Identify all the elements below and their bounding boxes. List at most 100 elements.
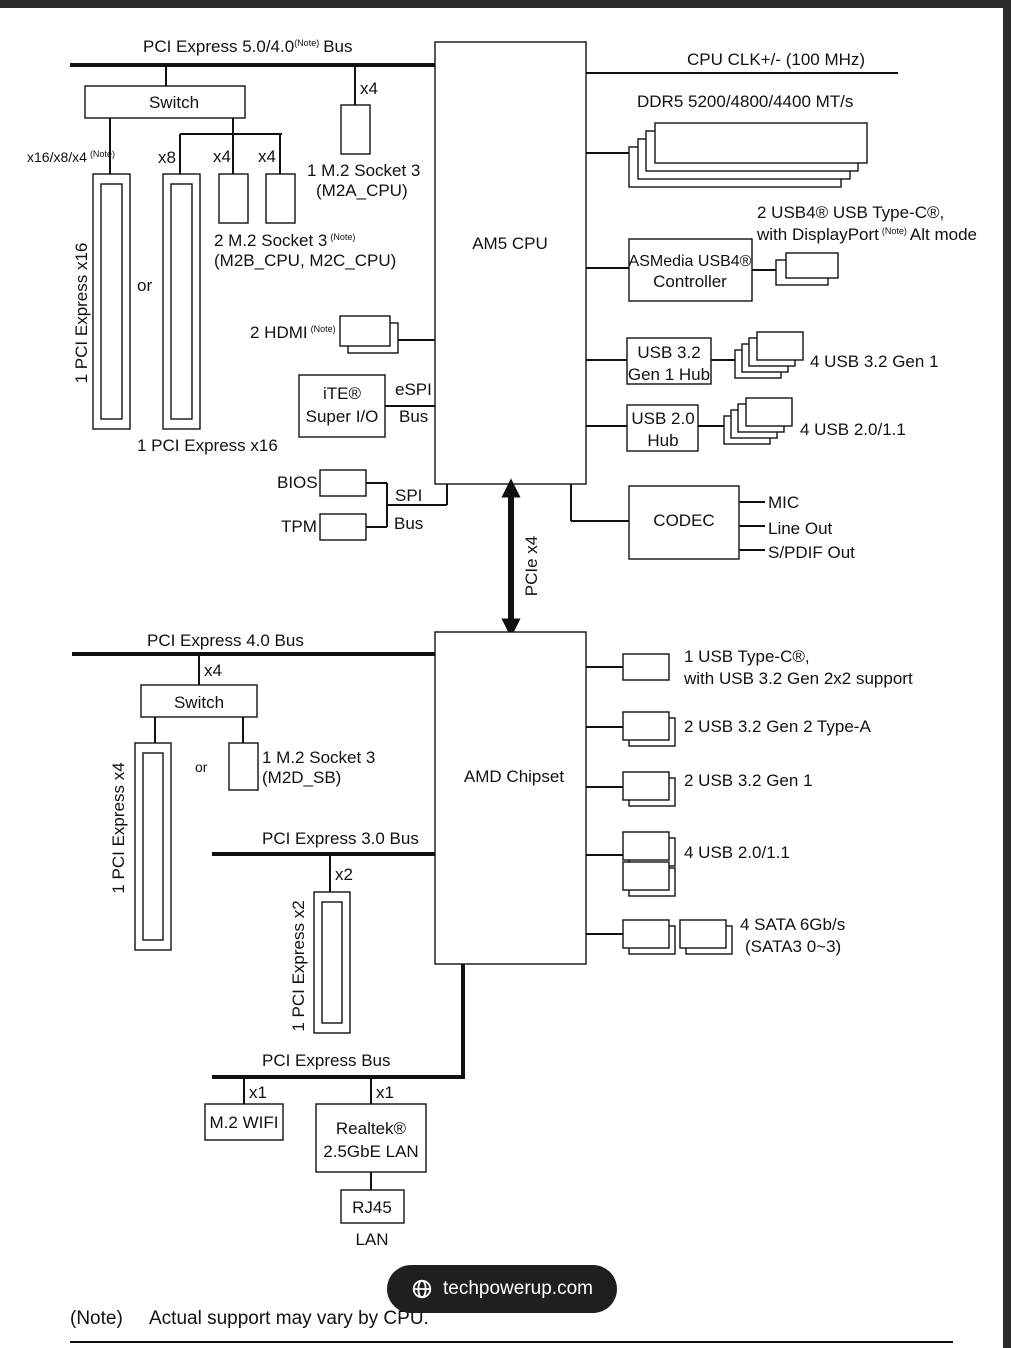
codec-label: CODEC	[653, 511, 714, 530]
usb4-dp-label: with DisplayPort(Note)Alt mode	[756, 225, 977, 244]
ddr5-label: DDR5 5200/4800/4400 MT/s	[637, 92, 853, 111]
chipset-switch-label: Switch	[174, 693, 224, 712]
tpm-label: TPM	[281, 517, 317, 536]
or-label-cpu: or	[137, 276, 152, 295]
realtek-label: Realtek®	[336, 1119, 407, 1138]
m2d-slot	[228, 742, 259, 791]
pcie-x4-link-label: PCIe x4	[522, 536, 541, 596]
rj45-label: RJ45	[352, 1198, 392, 1217]
lan-x1-label: x1	[376, 1083, 394, 1102]
chipset-x2-label: x2	[335, 865, 353, 884]
rj45-box	[340, 1189, 405, 1224]
usb20-cpu-ports	[745, 397, 793, 427]
m2d-label: 1 M.2 Socket 3	[262, 748, 375, 767]
chipset-switch-box	[140, 684, 258, 718]
usb-typec-sub-label: with USB 3.2 Gen 2x2 support	[683, 669, 913, 688]
ite-label: iTE®	[323, 384, 362, 403]
espi-bus-label: Bus	[399, 407, 428, 426]
pcie-x16-vertical-label: 1 PCI Express x16	[72, 243, 91, 384]
usb20-chipset-ports	[622, 861, 670, 891]
pcie-bus-label: PCI Express Bus	[262, 1051, 391, 1070]
usb32-gen2-label: 2 USB 3.2 Gen 2 Type-A	[684, 717, 871, 736]
spdif-label: S/PDIF Out	[768, 543, 855, 562]
usb20-hub-sub-label: Hub	[647, 431, 678, 450]
ddr5-dimm	[654, 122, 868, 164]
m2-wifi-label: M.2 WIFI	[210, 1113, 279, 1132]
sata-label: 4 SATA 6Gb/s	[740, 915, 845, 934]
footer-note-text: Actual support may vary by CPU.	[149, 1308, 429, 1329]
x4-label-2: x4	[258, 147, 276, 166]
chipset-x4-label: x4	[204, 661, 222, 680]
spi-label: SPI	[395, 486, 422, 505]
hdmi-label: 2 HDMI(Note)	[250, 323, 336, 342]
controller-label: Controller	[653, 272, 727, 291]
usb32-gen2-ports	[622, 711, 670, 741]
x4-label-1: x4	[213, 147, 231, 166]
m2a-label: 1 M.2 Socket 3	[307, 161, 420, 180]
pcie5-bus-label: PCI Express 5.0/4.0(Note)Bus	[143, 37, 353, 56]
cpu-switch-label: Switch	[149, 93, 199, 112]
tpm-chip	[319, 513, 367, 541]
globe-icon	[412, 1279, 432, 1299]
watermark-pill: techpowerup.com	[387, 1265, 617, 1313]
pcie-x4-label: 1 PCI Express x4	[109, 762, 128, 893]
usb32-gen1-chipset-ports	[622, 771, 670, 801]
wifi-x1-label: x1	[249, 1083, 267, 1102]
usb-typec-port	[622, 653, 670, 681]
usb32-gen1-chipset-label: 2 USB 3.2 Gen 1	[684, 771, 813, 790]
chipset-title: AMD Chipset	[464, 767, 564, 786]
mic-label: MIC	[768, 493, 799, 512]
chipset-block	[434, 631, 587, 965]
lineout-label: Line Out	[768, 519, 833, 538]
usb20-cpu-label: 4 USB 2.0/1.1	[800, 420, 906, 439]
pcie-x2-label: 1 PCI Express x2	[289, 900, 308, 1031]
sata-sub-label: (SATA3 0~3)	[745, 937, 841, 956]
m2b-slot	[218, 173, 249, 224]
block-diagram: AM5 CPU PCI Express 5.0/4.0(Note)Bus Swi…	[27, 37, 977, 1343]
m2a-sub-label: (M2A_CPU)	[316, 181, 408, 200]
m2bc-label: 2 M.2 Socket 3(Note)	[214, 231, 355, 250]
usb4-label: 2 USB4® USB Type-C®,	[757, 203, 944, 222]
x16-label: x16/x8/x4(Note)	[27, 149, 115, 165]
cpu-block	[434, 41, 587, 485]
usb32-hub-label: USB 3.2	[637, 343, 700, 362]
usb-typec-label: 1 USB Type-C®,	[684, 647, 810, 666]
bios-chip	[319, 469, 367, 497]
usb4-port	[785, 252, 839, 279]
sata-ports	[679, 919, 727, 949]
lan-label: LAN	[355, 1230, 388, 1249]
watermark-text: techpowerup.com	[443, 1278, 593, 1299]
spi-bus-label: Bus	[394, 514, 423, 533]
pcie4-bus-label: PCI Express 4.0 Bus	[147, 631, 304, 650]
cpu-title: AM5 CPU	[472, 234, 548, 253]
usb32-hub-box	[626, 337, 712, 385]
usb32-gen1-label: 4 USB 3.2 Gen 1	[810, 352, 939, 371]
m2a-slot	[340, 104, 371, 155]
asmedia-controller-box	[628, 238, 753, 302]
usb32-gen1-ports	[756, 331, 804, 361]
hdmi-port	[339, 315, 391, 347]
footer-note-tag: (Note)	[70, 1308, 123, 1329]
usb32-hub-sub-label: Gen 1 Hub	[628, 365, 710, 384]
m2bc-sub-label: (M2B_CPU, M2C_CPU)	[214, 251, 396, 270]
m2c-slot	[265, 173, 296, 224]
codec-box	[628, 485, 740, 560]
cpu-switch-box	[84, 85, 246, 119]
usb20-chipset-label: 4 USB 2.0/1.1	[684, 843, 790, 862]
usb20-hub-label: USB 2.0	[631, 409, 694, 428]
cpu-clk-label: CPU CLK+/- (100 MHz)	[687, 50, 865, 69]
x8-label: x8	[158, 148, 176, 167]
usb20-hub-box	[626, 404, 699, 452]
or-label-chipset: or	[195, 759, 208, 775]
espi-label: eSPI	[395, 380, 432, 399]
m2-wifi-box	[204, 1103, 284, 1141]
asmedia-label: ASMedia USB4®	[629, 253, 752, 270]
m2d-sub-label: (M2D_SB)	[262, 768, 341, 787]
lan-speed-label: 2.5GbE LAN	[323, 1142, 418, 1161]
superio-label: Super I/O	[306, 407, 379, 426]
pcie-x16-bottom-label: 1 PCI Express x16	[137, 436, 278, 455]
bios-label: BIOS	[277, 473, 318, 492]
page: AM5 CPU PCI Express 5.0/4.0(Note)Bus Swi…	[0, 8, 1003, 1348]
ite-superio-box	[298, 374, 386, 438]
m2a-x4-label: x4	[360, 79, 378, 98]
